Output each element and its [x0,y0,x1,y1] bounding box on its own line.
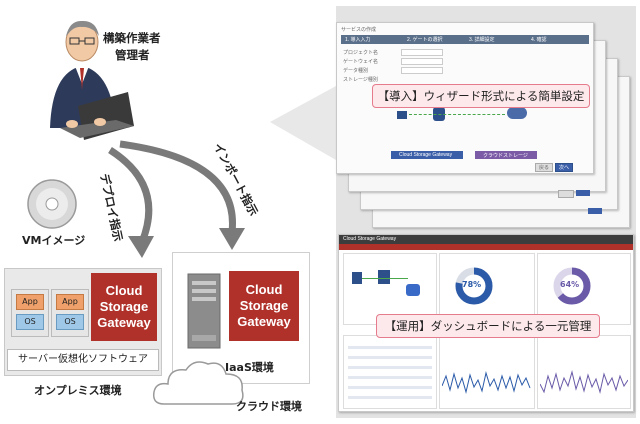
iaas-environment-label: IaaS環境 [225,361,274,374]
dashboard-title: Cloud Storage Gateway [343,236,397,242]
topology-link [362,278,408,280]
wizard-step-4: 4. 確認 [531,37,547,43]
dashboard-table-panel [343,335,437,409]
import-arrowhead [219,228,245,250]
vm-image-label: VMイメージ [22,234,86,247]
line-chart-1 [442,371,531,394]
administrator-label-line1: 構築作業者 [103,31,161,45]
dashboard-header: Cloud Storage Gateway [339,235,633,244]
iaas-environment: Cloud Storage Gateway IaaS環境 [172,252,310,384]
vm-2-app: App [56,294,84,310]
donut-1-value: 78% [462,280,482,289]
dashboard-topology-panel [343,253,437,325]
vm-1: App OS [11,289,49,337]
deploy-arrowhead [128,236,154,258]
vm-1-app: App [16,294,44,310]
table-row-5 [348,386,432,389]
screenshots-panel: サービスの作成 1. 導入入力 2. ゲートの選択 3. 詳細設定 4. 確認 … [336,6,636,418]
import-arrow [119,140,236,233]
cloud-environment-label: クラウド環境 [236,400,302,413]
dashboard-line-panel-2 [537,335,631,409]
wizard-next-label: 次へ [559,165,570,171]
wizard-back-button[interactable]: 戻る [535,163,553,172]
wizard-field-1: プロジェクト名 [343,50,379,56]
administrator-illustration [50,20,134,140]
topology-server-icon [352,272,362,284]
vm-1-os: OS [16,314,44,330]
dashboard-callout: 【運用】ダッシュボードによる一元管理 [376,314,600,338]
server-icon [187,273,221,349]
wizard-input-1[interactable] [401,49,443,56]
wizard-diagram-connector [409,114,505,116]
wizard-input-2[interactable] [401,58,443,65]
iaas-cloud-storage-gateway: Cloud Storage Gateway [229,271,299,341]
wizard-diagram-server-icon [397,111,407,119]
callout-pointer [270,86,336,160]
wizard-field-3: データ種別 [343,68,369,74]
wizard-diagram-gateway-bar: Cloud Storage Gateway [391,151,463,159]
topology-gateway-icon [378,270,390,284]
wizard-steps-bar: 1. 導入入力 2. ゲートの選択 3. 詳細設定 4. 確認 [341,35,589,44]
table-row-2 [348,356,432,359]
layer-button-3 [588,208,602,214]
cloud-icon [152,361,244,405]
wizard-title: サービスの作成 [341,27,377,33]
wizard-diagram-gateway-label: Cloud Storage Gateway [399,152,453,158]
donut-2-value: 64% [560,280,580,289]
dashboard-donut-panel-1: 78% [439,253,535,325]
wizard-step-2: 2. ゲートの選択 [407,37,443,43]
donut-chart-1 [455,267,493,305]
layer-button-2 [576,190,590,196]
wizard-diagram-cloud-icon [507,107,527,119]
donut-chart-2 [553,267,591,305]
virtualization-software-label: サーバー仮想化ソフトウェア [7,349,159,371]
wizard-step-3: 3. 詳細設定 [469,37,495,43]
vm-2: App OS [51,289,89,337]
table-row-4 [348,376,432,379]
wizard-field-2: ゲートウェイ名 [343,59,379,65]
wizard-callout: 【導入】ウィザード形式による簡単設定 [372,84,590,108]
vm-2-os: OS [56,314,84,330]
onprem-cloud-storage-gateway: Cloud Storage Gateway [91,273,157,341]
table-row-1 [348,346,432,349]
vm-image-disc-icon [27,179,77,229]
onprem-environment-label: オンプレミス環境 [34,384,122,397]
topology-node-icon [406,284,420,296]
wizard-input-3[interactable] [401,67,443,74]
wizard-field-4: ストレージ種別 [343,77,378,83]
administrator-label-line2: 管理者 [115,48,150,62]
onprem-host: App OS App OS Cloud Storage Gateway サーバー… [4,268,162,376]
wizard-diagram-cloud-label: クラウドストレージ [483,153,528,159]
wizard-back-label: 戻る [539,165,550,171]
layer-button-1 [558,190,574,198]
dashboard-tabbar [339,244,633,250]
table-row-6 [348,396,432,399]
dashboard-line-panel-1 [439,335,535,409]
dashboard-screen: Cloud Storage Gateway 78% 64% [338,234,634,412]
wizard-next-button[interactable]: 次へ [555,163,573,172]
line-chart-2 [540,370,628,394]
table-row-3 [348,366,432,369]
deploy-arrow [108,147,153,244]
wizard-diagram-cloud-bar: クラウドストレージ [475,151,537,159]
wizard-step-1: 1. 導入入力 [345,37,371,43]
